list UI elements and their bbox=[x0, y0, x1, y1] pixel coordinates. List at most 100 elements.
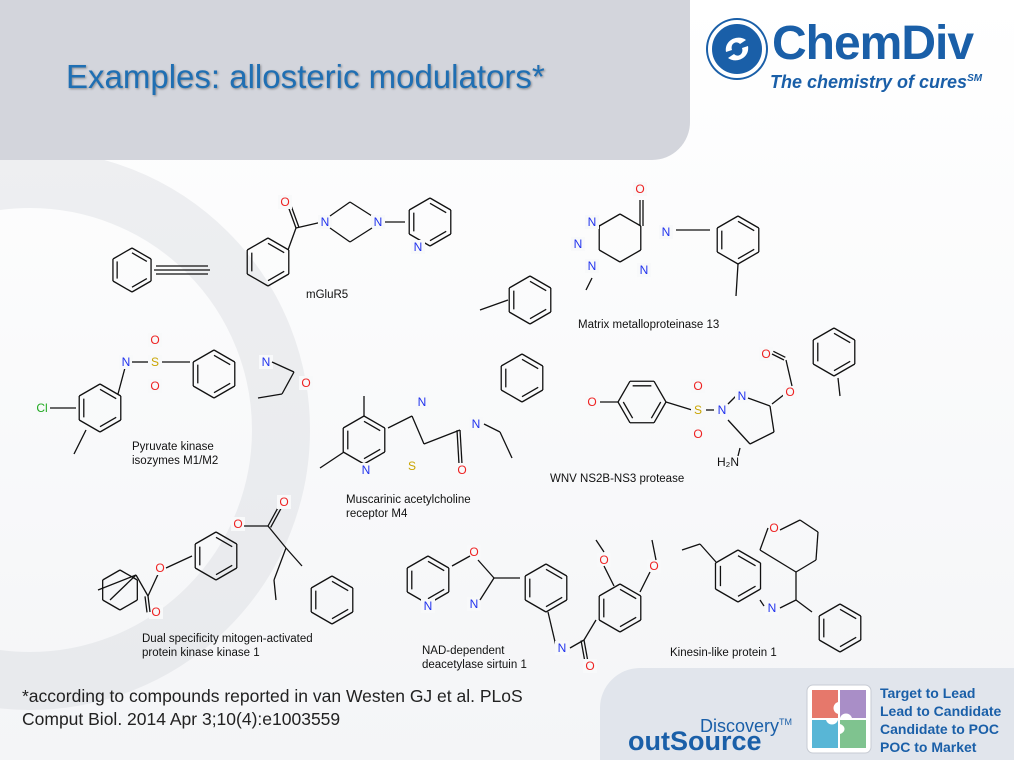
atom-label-background bbox=[583, 659, 597, 673]
atom-label-n: N bbox=[472, 417, 481, 431]
atom-label-o: O bbox=[587, 395, 596, 409]
bond bbox=[737, 215, 760, 229]
bond bbox=[99, 419, 122, 433]
discovery-brand: DiscoveryTM bbox=[700, 716, 793, 736]
atom-label-background bbox=[691, 403, 705, 417]
atom-label-background bbox=[555, 641, 569, 655]
bond bbox=[78, 419, 101, 433]
bond bbox=[595, 539, 605, 553]
atom-label-background bbox=[467, 597, 481, 611]
atom-label-background bbox=[149, 605, 163, 619]
bond bbox=[427, 588, 445, 600]
bond bbox=[749, 431, 775, 445]
atom-label-n: N bbox=[470, 597, 479, 611]
bond bbox=[737, 251, 760, 265]
bond bbox=[147, 595, 151, 613]
atom-label-background bbox=[148, 333, 162, 347]
bond bbox=[759, 527, 769, 551]
bond bbox=[779, 599, 797, 609]
bond bbox=[818, 639, 841, 653]
bond bbox=[508, 275, 531, 289]
atom-label-background bbox=[721, 455, 735, 469]
bond bbox=[812, 363, 835, 377]
atom-label-background bbox=[759, 347, 773, 361]
bond bbox=[759, 599, 765, 607]
bond bbox=[598, 213, 621, 227]
bond bbox=[349, 227, 373, 243]
bond bbox=[771, 353, 785, 361]
atom-label-background bbox=[231, 517, 245, 531]
atom-label-n: N bbox=[662, 225, 671, 239]
bond bbox=[213, 349, 236, 363]
bond bbox=[451, 555, 471, 567]
atom-label-background bbox=[647, 559, 661, 573]
bond bbox=[737, 248, 755, 260]
atom-label-o: O bbox=[469, 545, 478, 559]
atom-label-n: N bbox=[321, 215, 330, 229]
bond bbox=[598, 249, 621, 263]
atom-label-o: O bbox=[233, 517, 242, 531]
atom-label-background bbox=[148, 379, 162, 393]
bond bbox=[363, 448, 381, 460]
bond bbox=[716, 251, 739, 265]
bond bbox=[619, 616, 637, 628]
bond bbox=[246, 273, 269, 287]
logo-tagline: The chemistry of curesSM bbox=[770, 72, 983, 92]
bond bbox=[387, 415, 413, 429]
bond bbox=[429, 202, 447, 214]
atom-label-o: O bbox=[693, 427, 702, 441]
bond bbox=[267, 242, 285, 254]
bond bbox=[246, 237, 269, 251]
bond bbox=[102, 599, 121, 611]
bond bbox=[737, 555, 756, 567]
bond bbox=[459, 429, 463, 465]
bond bbox=[833, 332, 851, 344]
bond bbox=[215, 531, 238, 545]
bond bbox=[257, 393, 283, 399]
bond bbox=[215, 564, 233, 576]
bond bbox=[281, 371, 295, 395]
bond bbox=[665, 401, 693, 411]
bond bbox=[529, 311, 552, 325]
bond bbox=[598, 619, 621, 633]
atom-label-background bbox=[767, 521, 781, 535]
bond bbox=[119, 599, 138, 611]
bond bbox=[483, 423, 501, 433]
atom-label-background bbox=[148, 355, 162, 369]
atom-label-o: O bbox=[457, 463, 466, 477]
atom-label-background bbox=[585, 215, 599, 229]
atom-label-o: O bbox=[155, 561, 164, 575]
bond bbox=[715, 588, 739, 603]
bond bbox=[737, 588, 761, 603]
atom-label-s: S bbox=[694, 403, 702, 417]
atom-label-background bbox=[405, 459, 419, 473]
atom-label-background bbox=[585, 395, 599, 409]
bond bbox=[795, 559, 817, 573]
atom-label-o: O bbox=[649, 559, 658, 573]
puzzle-logo-icon bbox=[806, 684, 872, 754]
bond bbox=[99, 416, 117, 428]
atom-label-n: N bbox=[640, 263, 649, 277]
slide-title: Examples: allosteric modulators* bbox=[66, 58, 545, 95]
atom-label-o: O bbox=[150, 379, 159, 393]
bond bbox=[267, 273, 290, 287]
bond bbox=[331, 608, 349, 620]
atom-label-o: O bbox=[769, 521, 778, 535]
chemdiv-logo: ChemDiv The chemistry of curesSM bbox=[692, 6, 1010, 156]
bond bbox=[310, 611, 333, 625]
atom-label-n: N bbox=[414, 240, 423, 254]
atom-label-o: O bbox=[785, 385, 794, 399]
atom-label-o: O bbox=[599, 553, 608, 567]
atom-label-h2n: H₂N bbox=[717, 455, 739, 469]
atom-label-background bbox=[259, 355, 273, 369]
bond bbox=[529, 275, 552, 289]
bond bbox=[839, 608, 857, 620]
bond bbox=[545, 596, 563, 608]
bond bbox=[273, 547, 287, 581]
structure-label-mmp13: Matrix metalloproteinase 13 bbox=[578, 319, 720, 331]
bond bbox=[833, 360, 851, 372]
bond bbox=[112, 247, 133, 260]
bond bbox=[737, 220, 755, 232]
bond bbox=[617, 380, 631, 403]
